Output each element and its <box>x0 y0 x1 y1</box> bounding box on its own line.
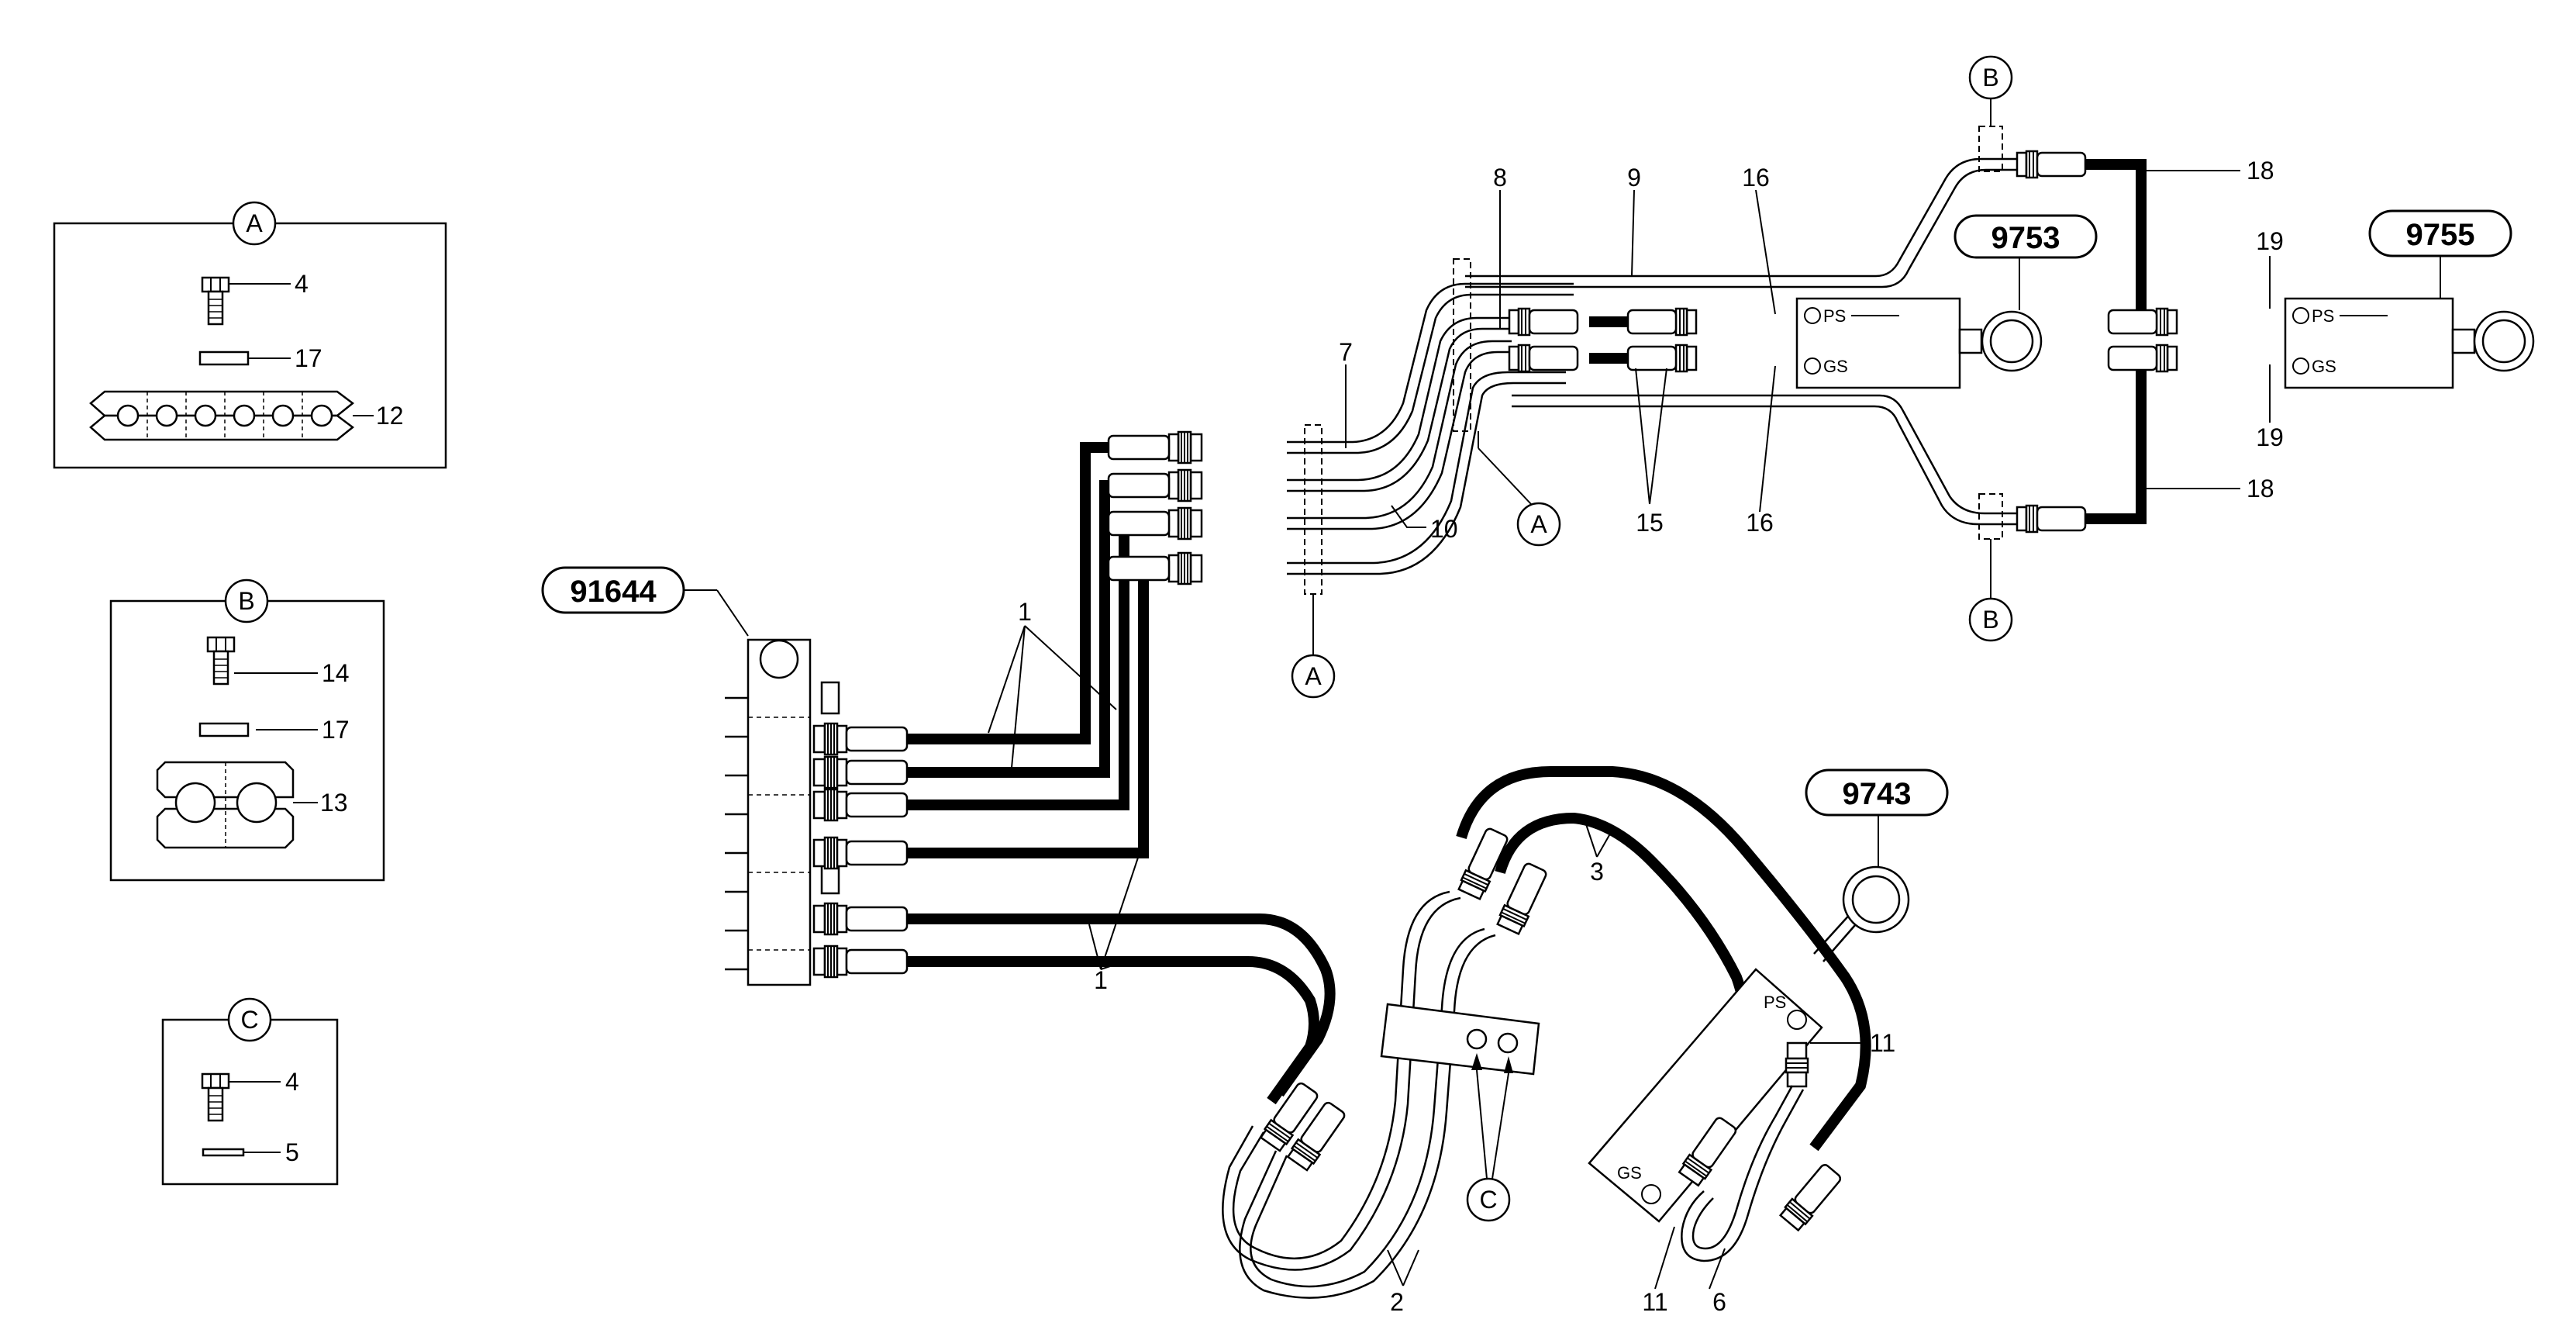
valve-9755-gs-label: GS <box>2312 357 2336 376</box>
detail-b-clamp-callout: 13 <box>320 789 348 817</box>
valve-9743: GS PS <box>1588 814 1910 1223</box>
callout-11-right: 11 <box>1870 1029 1895 1057</box>
detail-b-letter: B <box>238 587 254 615</box>
callout-15: 15 <box>1636 509 1664 537</box>
tube-group-7-10 <box>1287 282 1574 575</box>
detail-c-letter: C <box>240 1006 258 1034</box>
detail-c-washer-callout: 5 <box>285 1138 299 1166</box>
section-ref-c: C <box>1466 1177 1511 1222</box>
detail-a-letter: A <box>246 209 263 237</box>
distribution-block <box>725 638 840 986</box>
valve-9743-ps-label: PS <box>1764 993 1786 1012</box>
detail-a-washer-callout: 17 <box>295 344 322 372</box>
badge-91644-text: 91644 <box>570 575 657 609</box>
section-ref-a-text-2: A <box>1305 662 1322 690</box>
callout-9: 9 <box>1627 164 1641 192</box>
clamp-strip-icon <box>89 390 355 441</box>
callout-1-lower: 1 <box>1094 966 1108 994</box>
callout-19-upper: 19 <box>2256 227 2284 255</box>
callout-labels: 1 1 7 8 9 16 10 15 16 18 18 19 19 3 11 1… <box>1018 157 2284 1316</box>
clamp-plate-c <box>1380 1003 1540 1179</box>
bolt-icon <box>201 276 230 326</box>
callout-3: 3 <box>1590 858 1604 886</box>
valve-9753: PS GS <box>1795 256 2043 389</box>
washer-icon <box>202 1148 245 1157</box>
callout-10: 10 <box>1430 515 1458 543</box>
detail-box-a: A 4 17 12 <box>53 201 447 469</box>
callout-leaders <box>988 170 2271 1290</box>
section-ref-c-text: C <box>1479 1186 1497 1214</box>
tube-group-2 <box>1222 890 1496 1299</box>
detail-a-bolt-callout: 4 <box>295 270 309 298</box>
callout-16-lower: 16 <box>1746 509 1774 537</box>
callout-1-upper: 1 <box>1018 598 1032 626</box>
valve-9755: PS GS <box>2284 256 2535 389</box>
detail-box-c: C 4 5 <box>161 997 339 1186</box>
upper-fittings <box>1107 430 1203 585</box>
clamp-block-icon <box>156 761 295 849</box>
callout-18-upper: 18 <box>2247 157 2274 185</box>
valve-9753-hoses <box>1508 307 1698 373</box>
callout-2: 2 <box>1390 1288 1404 1316</box>
washer-icon <box>198 722 250 737</box>
section-ref-b-upper: B <box>1968 55 2013 126</box>
detail-box-b: B 14 17 13 <box>109 578 385 882</box>
section-ref-b-text-2: B <box>1982 606 1998 634</box>
hose-group-1 <box>903 442 1336 1105</box>
bolt-icon <box>206 636 236 686</box>
part-badge-91644: 91644 <box>541 566 749 637</box>
block-fittings-left <box>812 722 909 979</box>
valve-9743-gs-label: GS <box>1617 1163 1642 1183</box>
tube-6 <box>1681 1085 1805 1262</box>
valve-9753-ps-label: PS <box>1823 306 1846 326</box>
detail-b-washer-callout: 17 <box>322 716 350 744</box>
bolt-icon <box>201 1072 230 1122</box>
tube-group-9 <box>1465 157 2031 526</box>
tube-3-fittings <box>1456 825 1550 936</box>
callout-6: 6 <box>1712 1288 1726 1316</box>
hose-group-18 <box>2085 159 2171 524</box>
detail-c-bolt-callout: 4 <box>285 1068 299 1096</box>
callout-16-upper: 16 <box>1742 164 1770 192</box>
badge-9743-text: 9743 <box>1843 777 1912 811</box>
part-badge-9743: 9743 <box>1805 768 1949 817</box>
detail-b-bolt-callout: 14 <box>322 659 350 687</box>
valve-9753-gs-label: GS <box>1823 357 1848 376</box>
section-ref-a-text: A <box>1530 510 1547 538</box>
section-ref-b-lower: B <box>1968 539 2013 642</box>
section-ref-a-lower: A <box>1291 594 1336 699</box>
valve-9743-fittings <box>1677 1041 1845 1233</box>
callout-7: 7 <box>1339 338 1353 366</box>
section-ref-b-text: B <box>1982 64 1998 92</box>
badge-9755-text: 9755 <box>2406 218 2475 252</box>
callout-8: 8 <box>1493 164 1507 192</box>
valve-9755-ps-label: PS <box>2312 306 2334 326</box>
callout-18-lower: 18 <box>2247 475 2274 502</box>
callout-19-lower: 19 <box>2256 423 2284 451</box>
washer-icon <box>198 351 250 366</box>
badge-9753-text: 9753 <box>1991 221 2060 255</box>
valve-9755-fittings <box>2107 307 2178 373</box>
section-ref-a-upper: A <box>1478 431 1561 547</box>
detail-a-clamp-callout: 12 <box>376 402 404 430</box>
callout-11-bottom: 11 <box>1642 1288 1667 1316</box>
part-badge-9755: 9755 <box>2368 209 2512 257</box>
part-badge-9753: 9753 <box>1954 214 2098 259</box>
